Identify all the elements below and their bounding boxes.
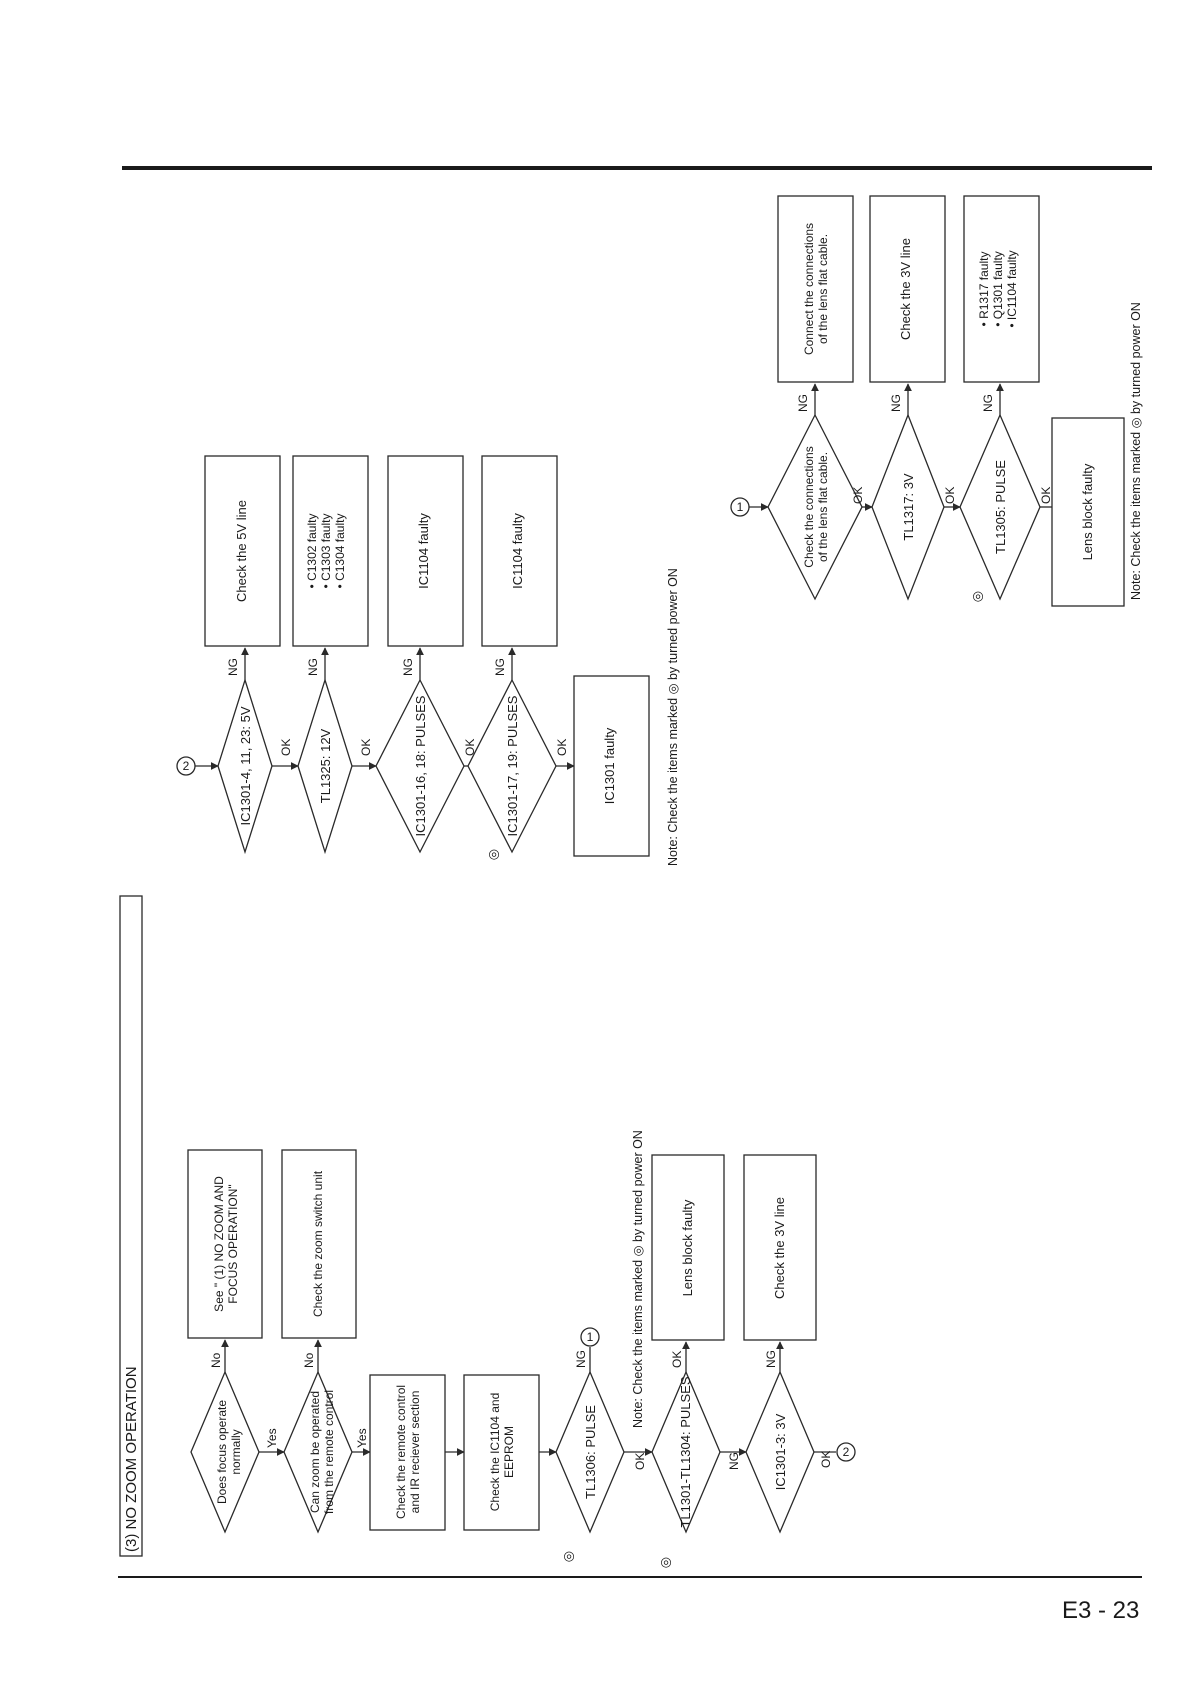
box-ic1104-faulty-2 bbox=[481, 455, 558, 647]
marker-t4: ◎ bbox=[488, 846, 499, 861]
label-ng-t2: NG bbox=[306, 658, 320, 676]
svg-text:Check the 3V line: Check the 3V line bbox=[772, 1197, 787, 1299]
decision-tl1317-3v bbox=[871, 413, 945, 601]
note-one: Note: Check the items marked ◎ by turned… bbox=[1129, 302, 1143, 600]
decision-focus-normal bbox=[190, 1370, 260, 1534]
box-c1302-c1304-faulty bbox=[292, 455, 369, 647]
svg-text:IC1301-4, 11, 23: 5V: IC1301-4, 11, 23: 5V bbox=[238, 706, 253, 825]
decision-tl1305-pulse bbox=[959, 413, 1041, 601]
svg-text:Check the zoom switch unit: Check the zoom switch unit bbox=[311, 1170, 325, 1317]
decision-ic1301-16-18 bbox=[375, 678, 465, 854]
box-ic1104-faulty-1 bbox=[387, 455, 464, 647]
flow-two: 2 IC1301-4, 11, 23: 5V NG Check the 5V l… bbox=[176, 455, 680, 866]
svg-text:1: 1 bbox=[737, 500, 744, 514]
label-ng-t3: NG bbox=[401, 658, 415, 676]
flow-one: 1 Check the connectionsof the lens flat … bbox=[730, 195, 1143, 607]
decision-zoom-remote bbox=[283, 1370, 353, 1534]
label-ok-o3: OK bbox=[1039, 487, 1053, 504]
label-ng-t4: NG bbox=[493, 658, 507, 676]
connector-1-out bbox=[580, 1327, 600, 1347]
label-ok-t4: OK bbox=[555, 739, 569, 756]
svg-text:Check the remote controland IR: Check the remote controland IR reciever … bbox=[394, 1385, 422, 1519]
svg-text:IC1104 faulty: IC1104 faulty bbox=[510, 513, 525, 589]
box-check-ic1104-eeprom bbox=[463, 1374, 540, 1531]
box-see-no-zoom-focus bbox=[187, 1149, 263, 1339]
svg-text:TL1325: 12V: TL1325: 12V bbox=[318, 728, 333, 803]
label-yes-2: Yes bbox=[355, 1428, 369, 1448]
svg-text:TL1301-TL1304: PULSES: TL1301-TL1304: PULSES bbox=[678, 1376, 693, 1527]
box-r1317-q1301-ic1104 bbox=[963, 195, 1040, 383]
svg-text:TL1306: PULSE: TL1306: PULSE bbox=[583, 1405, 598, 1499]
label-no-1: No bbox=[209, 1352, 223, 1368]
decision-ic1301-17-19 bbox=[467, 678, 557, 854]
note-main: Note: Check the items marked ◎ by turned… bbox=[631, 1130, 645, 1428]
svg-text:See " (1) NO ZOOM ANDFOCUS OPE: See " (1) NO ZOOM ANDFOCUS OPERATION" bbox=[212, 1176, 240, 1312]
svg-text:2: 2 bbox=[183, 759, 190, 773]
svg-text:Lens block faulty: Lens block faulty bbox=[680, 1199, 695, 1296]
main-flow: Does focus operatenormally No See " (1) … bbox=[187, 1130, 856, 1569]
label-ok-5: OK bbox=[819, 1451, 833, 1468]
label-ok-o1: OK bbox=[851, 487, 865, 504]
label-ng-5: NG bbox=[764, 1350, 778, 1368]
box-check-5v-line bbox=[204, 455, 281, 647]
box-ic1301-faulty bbox=[573, 675, 650, 857]
note-two: Note: Check the items marked ◎ by turned… bbox=[666, 568, 680, 866]
title-box: (3) NO ZOOM OPERATION bbox=[119, 895, 143, 1557]
svg-text:1: 1 bbox=[587, 1330, 594, 1344]
label-ng-o2: NG bbox=[889, 394, 903, 412]
label-ok-t2: OK bbox=[359, 739, 373, 756]
svg-text:IC1301-3: 3V: IC1301-3: 3V bbox=[773, 1413, 788, 1490]
decision-tl1325-12v bbox=[297, 677, 353, 855]
decision-tl1301-tl1304 bbox=[651, 1370, 721, 1534]
decision-tl1306-pulse bbox=[555, 1370, 625, 1534]
label-ok-3: OK bbox=[633, 1453, 647, 1470]
box-connect-lens-cable bbox=[777, 195, 854, 383]
box-check-zoom-switch bbox=[281, 1149, 357, 1339]
box-check-3v-main bbox=[743, 1154, 817, 1341]
svg-text:• R1317 faulty• Q1301 faulty•: • R1317 faulty• Q1301 faulty• IC1104 fau… bbox=[977, 250, 1019, 327]
label-ng-o1: NG bbox=[796, 394, 810, 412]
label-ng-o3: NG bbox=[981, 394, 995, 412]
svg-text:Check the 5V line: Check the 5V line bbox=[234, 500, 249, 602]
box-lens-block-faulty-one bbox=[1051, 417, 1125, 607]
box-lens-block-faulty-main bbox=[651, 1154, 725, 1341]
label-ok-o2: OK bbox=[943, 487, 957, 504]
svg-text:2: 2 bbox=[843, 1445, 850, 1459]
label-yes-1: Yes bbox=[265, 1428, 279, 1448]
box-check-remote-ir bbox=[369, 1374, 446, 1531]
svg-text:Does focus operatenormally: Does focus operatenormally bbox=[215, 1400, 243, 1504]
svg-text:TL1305: PULSE: TL1305: PULSE bbox=[993, 460, 1008, 554]
page-number: E3 - 23 bbox=[1062, 1597, 1139, 1624]
svg-text:• C1302 faulty• C1303 faulty•: • C1302 faulty• C1303 faulty• C1304 faul… bbox=[305, 514, 347, 589]
decision-ic1301-5v bbox=[217, 677, 273, 855]
svg-text:Check the IC1104 andEEPROM: Check the IC1104 andEEPROM bbox=[488, 1393, 516, 1512]
label-ng-4: NG bbox=[727, 1452, 741, 1470]
decision-ic1301-3-3v bbox=[745, 1370, 815, 1534]
svg-text:TL1317: 3V: TL1317: 3V bbox=[901, 473, 916, 541]
label-ok-t1: OK bbox=[279, 739, 293, 756]
box-check-3v-one bbox=[869, 195, 946, 383]
svg-text:IC1301-16, 18: PULSES: IC1301-16, 18: PULSES bbox=[413, 695, 428, 836]
marker-o3: ◎ bbox=[972, 588, 983, 603]
svg-text:Connect the connectionsof the: Connect the connectionsof the lens flat … bbox=[802, 223, 830, 355]
label-ng-3: NG bbox=[574, 1350, 588, 1368]
page-title: (3) NO ZOOM OPERATION bbox=[123, 1366, 140, 1552]
label-no-2: No bbox=[302, 1352, 316, 1368]
svg-text:IC1301 faulty: IC1301 faulty bbox=[602, 727, 617, 804]
label-ok-4: OK bbox=[670, 1351, 684, 1368]
decision-lens-flat-cable bbox=[767, 413, 863, 601]
label-ok-t3: OK bbox=[463, 739, 477, 756]
label-ng-t1: NG bbox=[226, 658, 240, 676]
connector-2-out bbox=[836, 1442, 856, 1462]
svg-text:Check the connectionsof the le: Check the connectionsof the lens flat ca… bbox=[802, 446, 830, 567]
marker-d4: ◎ bbox=[660, 1554, 671, 1569]
svg-text:IC1104 faulty: IC1104 faulty bbox=[416, 513, 431, 589]
svg-text:Can zoom be operatedfrom the r: Can zoom be operatedfrom the remote cont… bbox=[308, 1390, 336, 1514]
svg-text:Lens block faulty: Lens block faulty bbox=[1080, 463, 1095, 560]
svg-text:IC1301-17, 19: PULSES: IC1301-17, 19: PULSES bbox=[505, 695, 520, 836]
marker-d3: ◎ bbox=[563, 1548, 574, 1563]
svg-text:Check the 3V line: Check the 3V line bbox=[898, 238, 913, 340]
